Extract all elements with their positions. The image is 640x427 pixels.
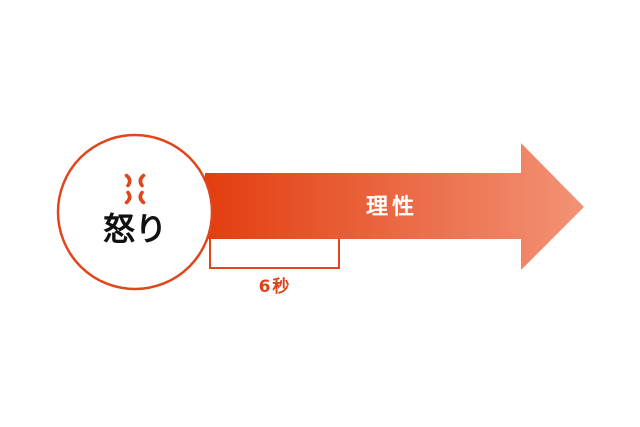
duration-label: 6秒: [259, 276, 292, 297]
reason-arrow: [205, 143, 584, 270]
reason-label: 理性: [366, 195, 418, 220]
anger-symbol-icon: [124, 173, 146, 205]
duration-bracket: [209, 239, 340, 269]
anger-circle: [56, 133, 214, 291]
anger-label: 怒り: [103, 210, 167, 248]
